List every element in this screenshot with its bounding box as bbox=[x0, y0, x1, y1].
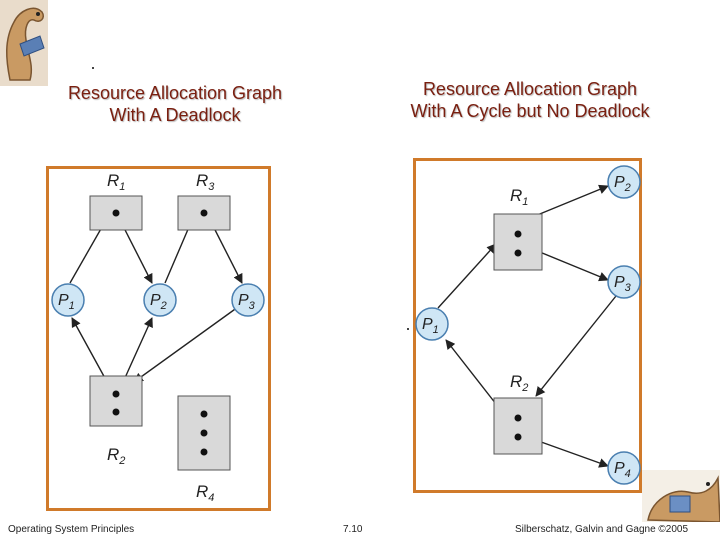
process-p1: P1 bbox=[415, 307, 449, 341]
svg-text:P4: P4 bbox=[614, 460, 631, 480]
r1-sub: 1 bbox=[119, 181, 125, 193]
left-graph-title-line1: Resource Allocation Graph bbox=[67, 83, 283, 103]
p2-label: P bbox=[150, 292, 161, 309]
svg-text:R4: R4 bbox=[196, 482, 214, 504]
resource-r3: R3 bbox=[177, 171, 231, 231]
p4-label: P bbox=[614, 460, 625, 477]
resource-r1: R1 bbox=[89, 171, 143, 231]
p3-label: P bbox=[614, 274, 625, 291]
svg-text:P2: P2 bbox=[150, 292, 167, 312]
stray-dot bbox=[407, 328, 409, 330]
resource-r1: R1 bbox=[493, 186, 543, 271]
right-graph-title-line1: Resource Allocation Graph bbox=[422, 79, 638, 99]
resource-r2: R2 bbox=[89, 375, 143, 467]
svg-text:P2: P2 bbox=[614, 174, 631, 194]
p2-sub: 2 bbox=[624, 182, 631, 194]
svg-text:R1: R1 bbox=[107, 171, 125, 193]
right-graph-title: Resource Allocation Graph With A Cycle b… bbox=[370, 78, 690, 122]
left-graph-title: Resource Allocation Graph With A Deadloc… bbox=[30, 82, 320, 126]
process-p2: P2 bbox=[143, 283, 177, 317]
process-p3: P3 bbox=[231, 283, 265, 317]
p3-label: P bbox=[238, 292, 249, 309]
left-graph: R1 R3 R2 R4 P1 P2 bbox=[51, 171, 265, 504]
right-graph: R1 R2 P2 P3 P1 P4 bbox=[415, 165, 641, 485]
edge-p3-requests-r2 bbox=[133, 306, 239, 383]
right-graph-title-line2: With A Cycle but No Deadlock bbox=[410, 101, 650, 121]
r1-label: R bbox=[107, 171, 119, 190]
footer-page-number: 7.10 bbox=[343, 524, 363, 535]
p1-sub: 1 bbox=[69, 300, 75, 312]
p1-label: P bbox=[58, 292, 69, 309]
r2-label: R bbox=[510, 372, 522, 391]
edge-p1-requests-r1 bbox=[437, 243, 497, 309]
svg-text:R3: R3 bbox=[196, 171, 215, 193]
edge-r1-assigned-p3 bbox=[529, 247, 609, 282]
p2-label: P bbox=[614, 174, 625, 191]
r4-label: R bbox=[196, 482, 208, 501]
dinosaur-mascot-icon bbox=[0, 0, 48, 86]
dinosaur-mascot-icon bbox=[642, 470, 720, 522]
svg-text:R2: R2 bbox=[107, 445, 125, 467]
process-p3: P3 bbox=[607, 265, 641, 299]
svg-text:P1: P1 bbox=[422, 316, 439, 336]
p3-sub: 3 bbox=[249, 300, 256, 312]
p1-sub: 1 bbox=[433, 324, 439, 336]
edge-p3-requests-r2 bbox=[535, 295, 617, 397]
r3-label: R bbox=[196, 171, 208, 190]
left-graph-title-line2: With A Deadlock bbox=[109, 105, 241, 125]
r4-sub: 4 bbox=[208, 492, 214, 504]
edge-r2-assigned-p4 bbox=[529, 437, 609, 468]
resource-r2: R2 bbox=[493, 372, 543, 455]
r3-sub: 3 bbox=[208, 181, 215, 193]
p2-sub: 2 bbox=[160, 300, 167, 312]
process-p1: P1 bbox=[51, 283, 85, 317]
svg-text:R1: R1 bbox=[510, 186, 528, 208]
footer-course-title: Operating System Principles bbox=[8, 524, 135, 535]
p1-label: P bbox=[422, 316, 433, 333]
p3-sub: 3 bbox=[625, 282, 632, 294]
p4-sub: 4 bbox=[625, 468, 631, 480]
resource-r4: R4 bbox=[177, 395, 231, 504]
edge-r2-assigned-p1 bbox=[71, 317, 107, 381]
edge-r2-assigned-p1 bbox=[445, 339, 497, 405]
r2-sub: 2 bbox=[521, 382, 528, 394]
svg-text:R2: R2 bbox=[510, 372, 528, 394]
svg-text:P3: P3 bbox=[614, 274, 632, 294]
footer-copyright: Silberschatz, Galvin and Gagne ©2005 bbox=[515, 524, 689, 535]
process-p2: P2 bbox=[607, 165, 641, 199]
edge-r1-assigned-p2 bbox=[529, 184, 609, 219]
stray-dot bbox=[92, 67, 94, 69]
svg-text:P3: P3 bbox=[238, 292, 256, 312]
svg-text:P1: P1 bbox=[58, 292, 75, 312]
r1-sub: 1 bbox=[522, 196, 528, 208]
r1-label: R bbox=[510, 186, 522, 205]
process-p4: P4 bbox=[607, 451, 641, 485]
edge-r2-assigned-p2 bbox=[123, 317, 153, 381]
r2-label: R bbox=[107, 445, 119, 464]
r2-sub: 2 bbox=[118, 455, 125, 467]
